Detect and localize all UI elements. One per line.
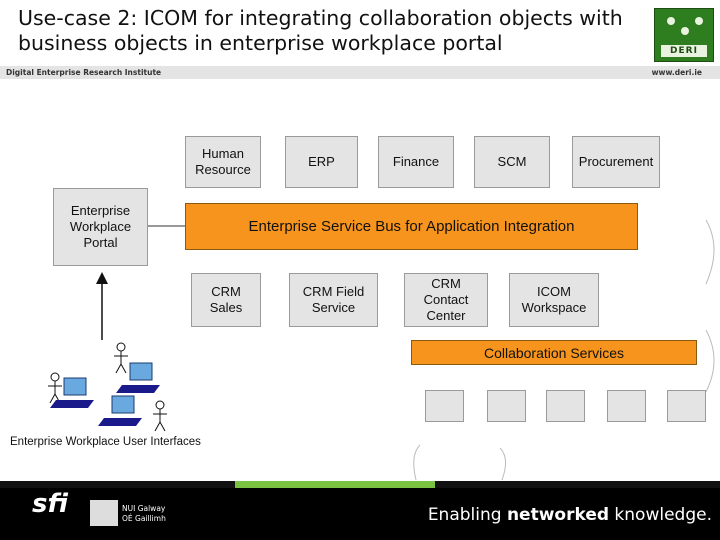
logo-dot <box>695 17 703 25</box>
nui-line-1: NUI Galway <box>122 504 166 513</box>
app-crm-sales: CRM Sales <box>191 273 261 327</box>
deri-logo: DERI <box>654 8 714 62</box>
app-crm-contact-center: CRM Contact Center <box>404 273 488 327</box>
decorative-arc <box>499 447 506 481</box>
logo-dot <box>681 27 689 35</box>
laptop-icons <box>50 362 160 426</box>
enterprise-service-bus: Enterprise Service Bus for Application I… <box>185 203 638 250</box>
collab-service-box <box>425 390 464 422</box>
logo-dot <box>667 17 675 25</box>
nui-galway-logo: NUI Galway OÉ Gaillimh <box>122 504 166 524</box>
sfi-logo: sfi <box>32 489 68 519</box>
nui-line-2: OÉ Gaillimh <box>122 514 166 523</box>
app-procurement: Procurement <box>572 136 660 188</box>
footer-stripe <box>0 481 235 488</box>
footer-stripe <box>235 481 435 488</box>
collab-service-box <box>487 390 526 422</box>
collab-service-box <box>667 390 706 422</box>
enterprise-workplace-portal: Enterprise Workplace Portal <box>53 188 148 266</box>
institute-name: Digital Enterprise Research Institute <box>6 68 162 77</box>
app-human-resource: Human Resource <box>185 136 261 188</box>
tagline-bold: networked <box>506 505 610 525</box>
footer-bar <box>0 481 720 540</box>
app-scm: SCM <box>474 136 550 188</box>
decorative-arc <box>705 329 715 393</box>
footer-stripe <box>435 481 720 488</box>
collab-service-box <box>607 390 646 422</box>
collaboration-services: Collaboration Services <box>411 340 697 365</box>
user-workstations-illustration <box>48 342 167 432</box>
app-crm-field-service: CRM Field Service <box>289 273 378 327</box>
footer-tagline: Enabling networked knowledge. <box>428 505 712 525</box>
website-url[interactable]: www.deri.ie <box>651 68 702 77</box>
nui-galway-crest <box>90 500 118 526</box>
tagline-prefix: Enabling <box>427 505 507 525</box>
user-interfaces-caption: Enterprise Workplace User Interfaces <box>10 436 201 448</box>
app-icom-workspace: ICOM Workspace <box>509 273 599 327</box>
tagline-suffix: knowledge. <box>609 505 712 525</box>
header-bar: Digital Enterprise Research Institute ww… <box>0 66 720 79</box>
logo-label: DERI <box>661 45 707 57</box>
decorative-arc <box>705 219 715 285</box>
decorative-arc <box>413 444 421 481</box>
collab-service-box <box>546 390 585 422</box>
page-title: Use-case 2: ICOM for integrating collabo… <box>18 6 623 55</box>
app-erp: ERP <box>285 136 358 188</box>
app-finance: Finance <box>378 136 454 188</box>
